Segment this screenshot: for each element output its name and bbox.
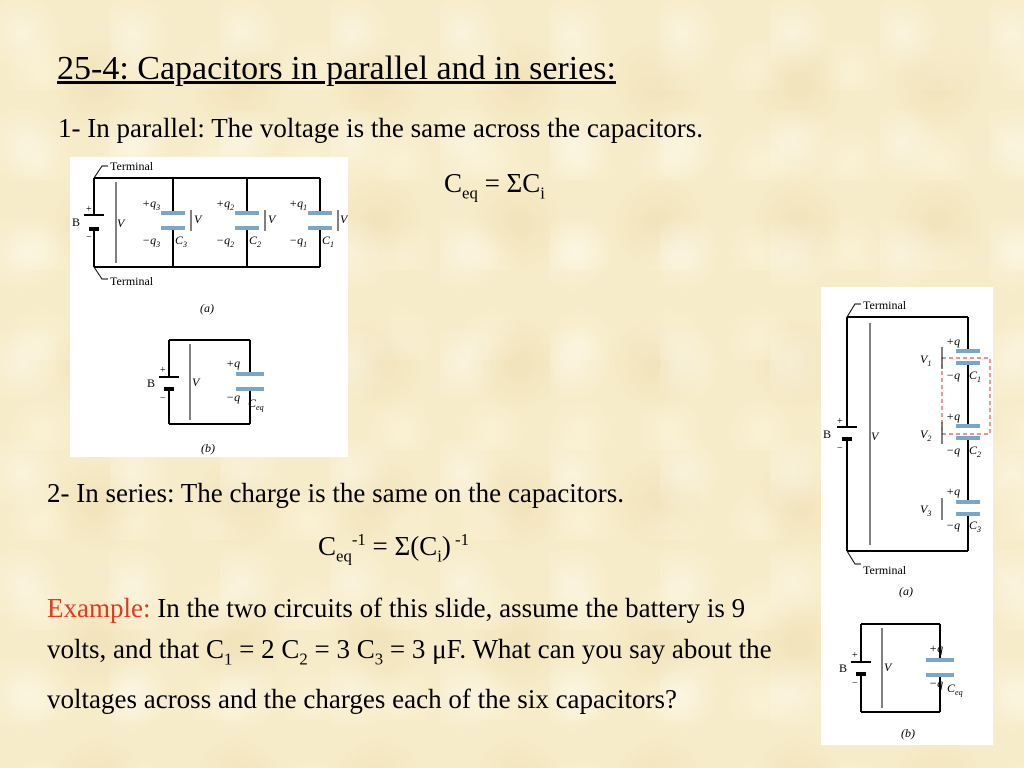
example-problem: Example: In the two circuits of this sli…: [47, 593, 772, 715]
svg-text:V2: V2: [920, 427, 931, 443]
svg-text:−: −: [837, 443, 843, 454]
svg-text:+q: +q: [946, 409, 960, 423]
svg-text:(b): (b): [901, 726, 915, 740]
svg-text:+: +: [86, 204, 92, 215]
slide-title: 25-4: Capacitors in parallel and in seri…: [57, 50, 616, 87]
svg-text:C1: C1: [969, 368, 981, 384]
svg-text:Ceq: Ceq: [248, 396, 264, 412]
svg-text:−: −: [852, 678, 858, 689]
svg-text:V: V: [268, 212, 277, 226]
svg-text:B: B: [839, 661, 847, 675]
series-statement: 2- In series: The charge is the same on …: [47, 478, 625, 508]
svg-text:V: V: [192, 375, 201, 389]
svg-text:+q: +q: [226, 356, 240, 370]
svg-text:V: V: [340, 212, 348, 226]
terminal-bottom-label: Terminal: [110, 274, 154, 288]
svg-text:V1: V1: [920, 352, 931, 368]
highlight-box: [941, 357, 991, 435]
svg-text:+q: +q: [946, 334, 960, 348]
svg-text:−: −: [160, 393, 166, 404]
voltage-label: V: [117, 216, 126, 230]
svg-text:C2: C2: [969, 443, 981, 459]
svg-text:−q3: −q3: [142, 233, 160, 249]
svg-text:−q: −q: [946, 443, 960, 457]
terminal-top-label: Terminal: [110, 159, 154, 173]
svg-text:Ceq: Ceq: [947, 681, 963, 697]
svg-text:+: +: [852, 650, 858, 661]
svg-text:−q2: −q2: [216, 233, 234, 249]
svg-text:V: V: [884, 660, 893, 674]
svg-text:−: −: [86, 232, 92, 243]
series-equation: Ceq-1 = Σ(Ci) -1: [318, 530, 469, 566]
svg-text:B: B: [147, 376, 155, 390]
parallel-circuit-figure: Terminal Terminal B + − V +q3 −q3 C3 V +…: [70, 157, 349, 457]
svg-text:(a): (a): [899, 584, 913, 598]
parallel-equation: Ceq = ΣCi: [444, 168, 545, 203]
svg-text:−q: −q: [946, 518, 960, 532]
svg-text:C3: C3: [175, 233, 187, 249]
svg-text:+: +: [160, 365, 166, 376]
svg-text:−q1: −q1: [289, 233, 307, 249]
svg-text:C2: C2: [249, 233, 261, 249]
parallel-circuit-diagram: Terminal Terminal B + − V +q3 −q3 C3 V +…: [72, 159, 349, 455]
svg-text:V: V: [194, 212, 203, 226]
terminal-top-label: Terminal: [863, 298, 907, 312]
svg-text:C1: C1: [322, 233, 334, 249]
series-circuit-figure: Terminal Terminal B + − V V1 +q −q C1 V2…: [821, 287, 993, 745]
terminal-bottom-label: Terminal: [863, 563, 907, 577]
caption-a: (a): [200, 301, 214, 315]
svg-text:V3: V3: [920, 502, 931, 518]
battery-label: B: [72, 215, 80, 229]
svg-text:+q1: +q1: [289, 196, 307, 212]
svg-text:+q: +q: [929, 641, 943, 655]
svg-text:B: B: [823, 427, 831, 441]
svg-text:C3: C3: [969, 518, 981, 534]
example-label: Example:: [47, 593, 151, 623]
svg-text:+q2: +q2: [216, 196, 234, 212]
svg-text:−q: −q: [946, 368, 960, 382]
svg-text:+q3: +q3: [142, 196, 160, 212]
svg-text:+: +: [837, 416, 843, 427]
series-circuit-diagram: Terminal Terminal B + − V V1 +q −q C1 V2…: [823, 298, 991, 740]
svg-text:+q: +q: [946, 484, 960, 498]
svg-text:V: V: [871, 429, 880, 443]
svg-text:−q: −q: [929, 676, 943, 690]
svg-text:−q: −q: [226, 390, 240, 404]
parallel-statement: 1- In parallel: The voltage is the same …: [58, 113, 704, 143]
caption-b: (b): [201, 441, 215, 455]
